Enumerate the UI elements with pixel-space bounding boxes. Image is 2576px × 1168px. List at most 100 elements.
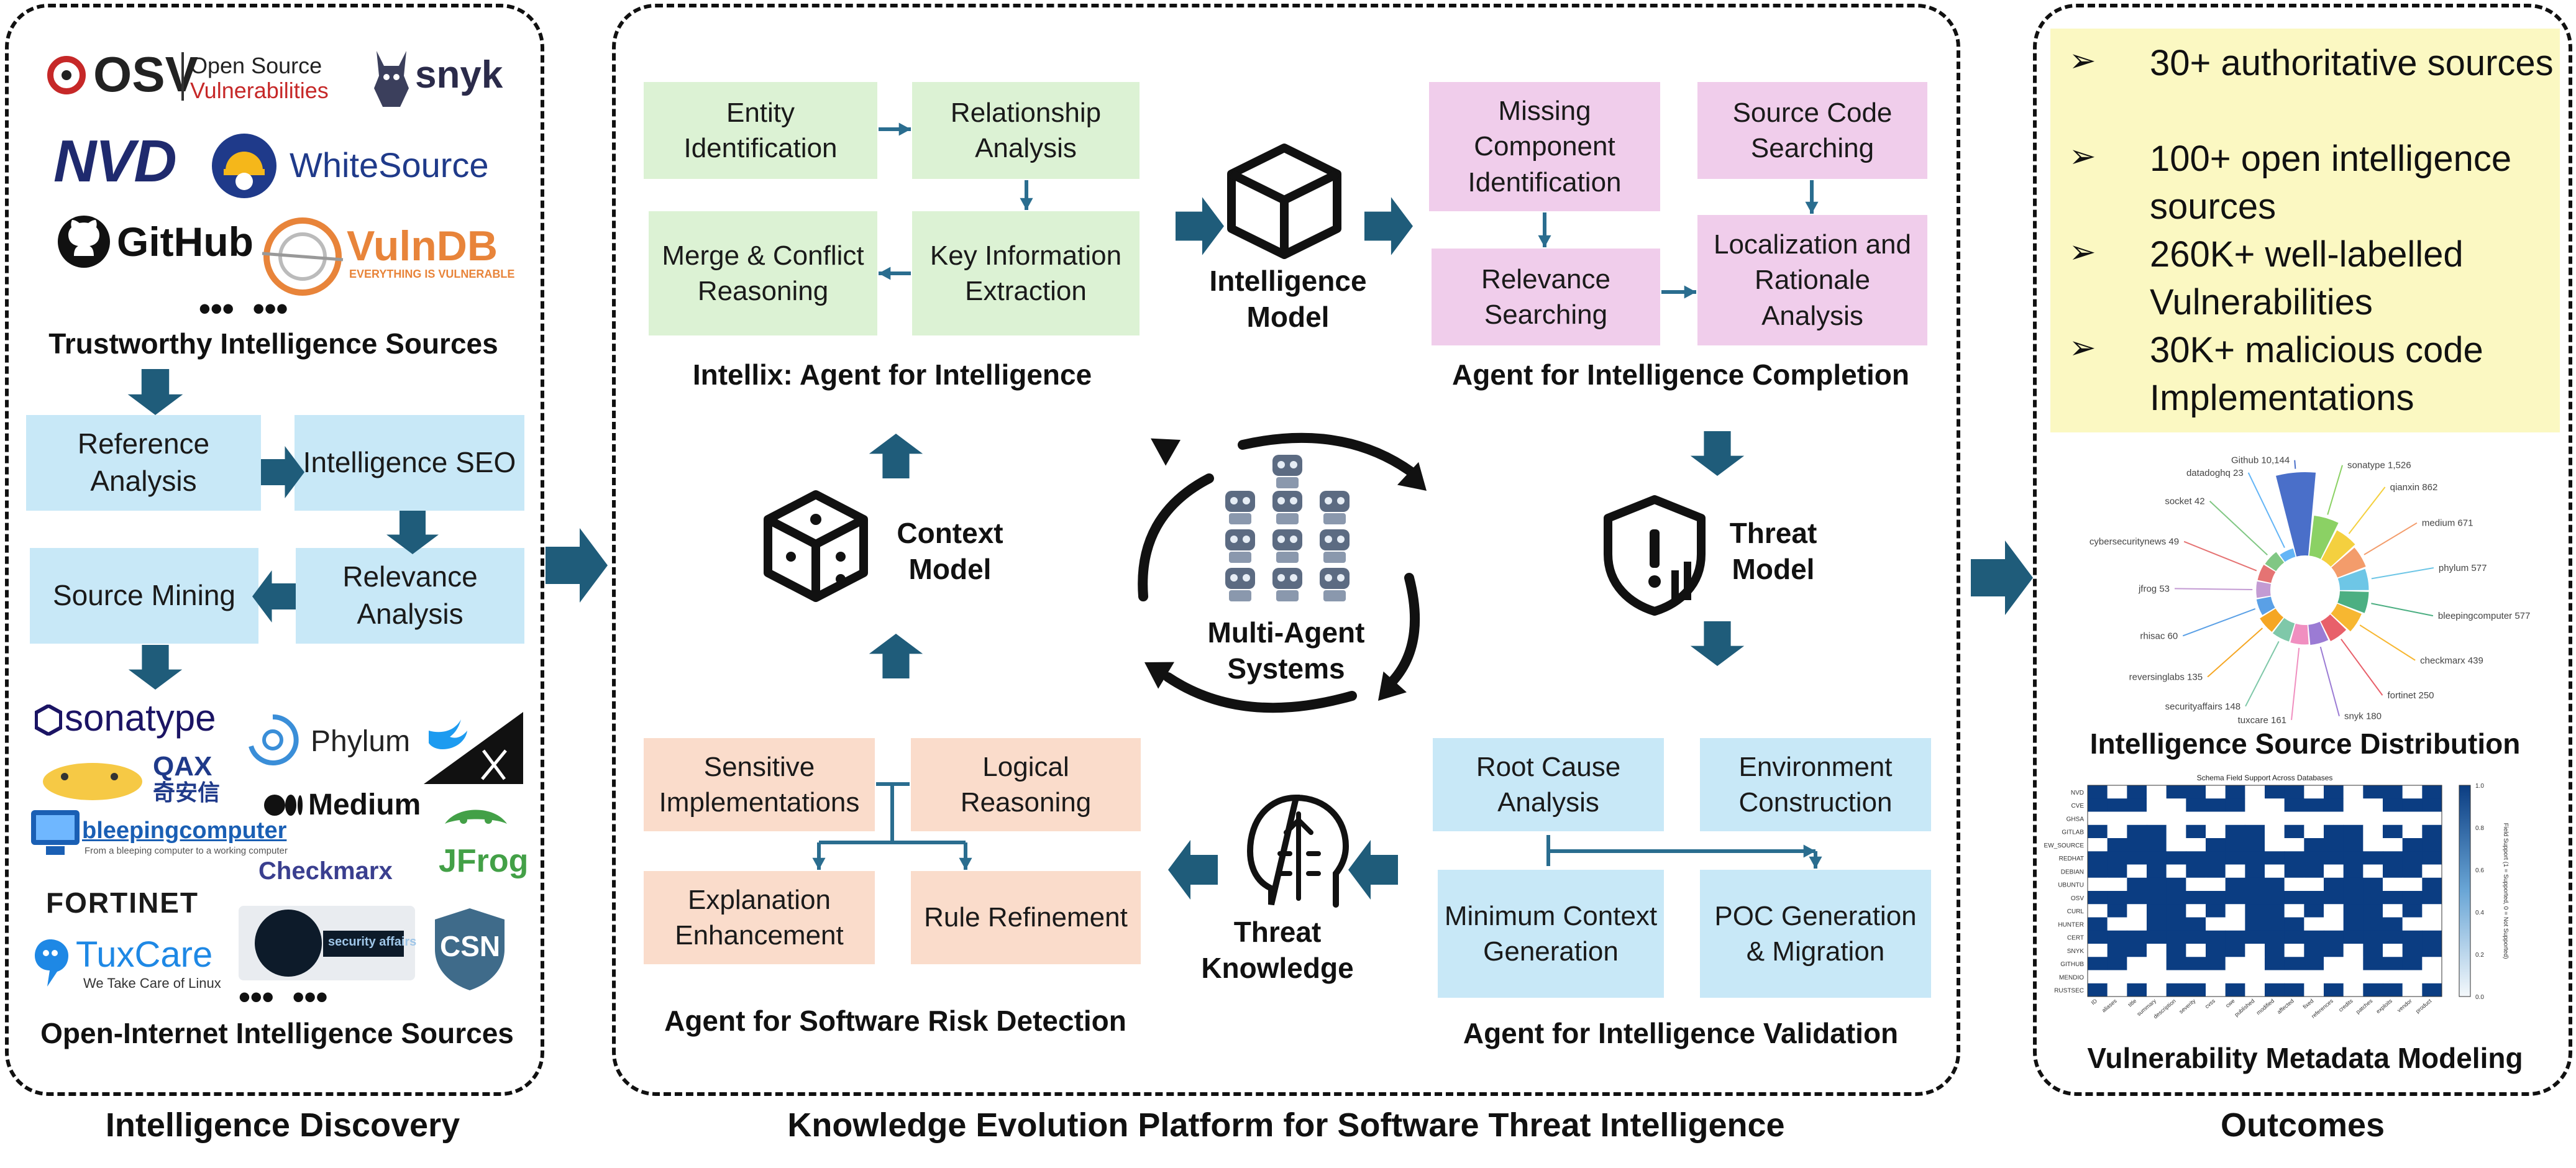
heatmap-cell: [2324, 864, 2344, 878]
github-icon: [58, 216, 110, 268]
heatmap-cell: [2147, 891, 2167, 905]
heatmap-cell: [2088, 824, 2108, 839]
heatmap-cell: [2422, 864, 2442, 878]
heatmap-cell: [2284, 838, 2304, 852]
heatmap-cell: [2245, 824, 2265, 839]
heatmap-cell: [2284, 851, 2304, 865]
pie-slice: [2308, 621, 2329, 646]
heatmap-cell: [2127, 877, 2147, 892]
heatmap-row-label: HUNTER: [2058, 921, 2084, 928]
heatmap-cell: [2186, 930, 2206, 944]
heatmap-cell: [2166, 877, 2186, 892]
heatmap-cell: [2265, 838, 2285, 852]
robot-eye: [1337, 497, 1345, 504]
pie-slice: [2321, 614, 2347, 642]
robot-eye: [1230, 497, 1238, 504]
heatmap-cell: [2383, 917, 2403, 931]
merge-conflict-box: Merge & Conflict Reasoning: [649, 211, 877, 335]
heatmap-cell: [2107, 851, 2127, 865]
heatmap-cell: [2383, 877, 2403, 892]
heatmap-cell: [2107, 930, 2127, 944]
heatmap-cell: [2166, 864, 2186, 878]
heatmap-cell: [2284, 891, 2304, 905]
platform-section-label: Knowledge Evolution Platform for Softwar…: [787, 1106, 1785, 1144]
arrow-completion-to-threat: [1690, 431, 1745, 476]
heatmap-cell: [2245, 983, 2265, 997]
colorbar-tick: 1.0: [2475, 783, 2484, 790]
heatmap-cell: [2383, 983, 2403, 997]
snyk-dog-icon: [374, 51, 409, 107]
outcome-text: 30+ authoritative sources: [2150, 43, 2554, 83]
pie-slice: [2331, 603, 2362, 632]
vulndb-icon: [262, 217, 344, 296]
heatmap-cell: [2324, 983, 2344, 997]
robot-eye: [1337, 536, 1345, 543]
heatmap-cell: [2363, 904, 2383, 918]
pie-slice: [2290, 623, 2309, 645]
sensitive-implementations-box: Sensitive Implementations: [644, 738, 875, 831]
heatmap-cell: [2343, 917, 2364, 931]
bullet-arrow-icon: ➢: [2069, 43, 2096, 79]
heatmap-cell: [2422, 970, 2442, 984]
heatmap-cell: [2245, 957, 2265, 970]
robot-body: [1276, 552, 1299, 563]
pie-label: reversinglabs 135: [2129, 672, 2203, 683]
bullet-arrow-icon: ➢: [2069, 234, 2096, 270]
logical-reasoning-box: Logical Reasoning: [911, 738, 1141, 831]
heatmap-cell: [2147, 970, 2167, 984]
pie-label: cybersecuritynews 49: [2090, 537, 2179, 547]
heatmap-cell: [2127, 944, 2147, 957]
heatmap-cell: [2402, 904, 2423, 918]
heatmap-cell: [2402, 864, 2423, 878]
heatmap-cell: [2088, 944, 2108, 957]
robot-icon: [1225, 491, 1255, 524]
colorbar-tick: 0.0: [2475, 994, 2484, 1001]
heatmap-cell: [2304, 970, 2324, 984]
checkmarx-wordmark: Checkmarx: [258, 857, 393, 885]
robot-head: [1320, 491, 1350, 512]
heatmap-cell: [2324, 891, 2344, 905]
heatmap-cell: [2383, 944, 2403, 957]
pie-leader-line: [2291, 647, 2300, 720]
heatmap-cell: [2107, 891, 2127, 905]
qax-wordmark: QAX: [153, 751, 212, 782]
pie-leader-line: [2209, 500, 2268, 555]
robot-head: [1320, 568, 1350, 589]
relevance-analysis-box: Relevance Analysis: [296, 548, 524, 644]
robot-eye: [1277, 461, 1285, 468]
heatmap-cell: [2107, 944, 2127, 957]
github-wordmark: GitHub: [117, 219, 253, 265]
pie-leader-line: [2207, 627, 2263, 678]
robot-eye: [1230, 536, 1238, 543]
heatmap-cell: [2147, 877, 2167, 892]
colorbar-tick: 0.2: [2475, 952, 2484, 959]
heatmap-cell: [2324, 785, 2344, 799]
pie-label: fortinet 250: [2387, 690, 2434, 701]
heatmap-cell: [2343, 798, 2364, 812]
heatmap-cell: [2402, 798, 2423, 812]
heatmap-cell: [2088, 811, 2108, 826]
cycle-arrow-top-right: [1238, 432, 1417, 477]
heatmap-cell: [2304, 877, 2324, 892]
heatmap-cell: [2225, 957, 2245, 970]
heatmap-cell: [2363, 970, 2383, 984]
nvd-wordmark: NVD: [53, 128, 177, 194]
heatmap-cell: [2343, 904, 2364, 918]
heatmap-cell: [2383, 838, 2403, 852]
csn-shield-icon: [435, 908, 505, 990]
heatmap-cell: [2186, 851, 2206, 865]
colorbar-tick: 0.8: [2475, 825, 2484, 832]
robot-icon: [1225, 568, 1255, 601]
pie-label: tuxcare 161: [2238, 715, 2286, 726]
robot-head: [1272, 491, 1302, 512]
arrow-seo-to-relevance: [386, 511, 439, 554]
heatmap-cell: [2383, 824, 2403, 839]
heatmap-cell: [2422, 891, 2442, 905]
heatmap-cell: [2265, 864, 2285, 878]
heatmap-cell: [2206, 983, 2226, 997]
outcome-text: 260K+ well-labelled Vulnerabilities: [2150, 234, 2464, 322]
heatmap-colorbar: [2459, 785, 2471, 997]
heatmap-cell: [2422, 930, 2442, 944]
robot-eye: [1243, 536, 1250, 543]
heatmap-cell: [2225, 838, 2245, 852]
